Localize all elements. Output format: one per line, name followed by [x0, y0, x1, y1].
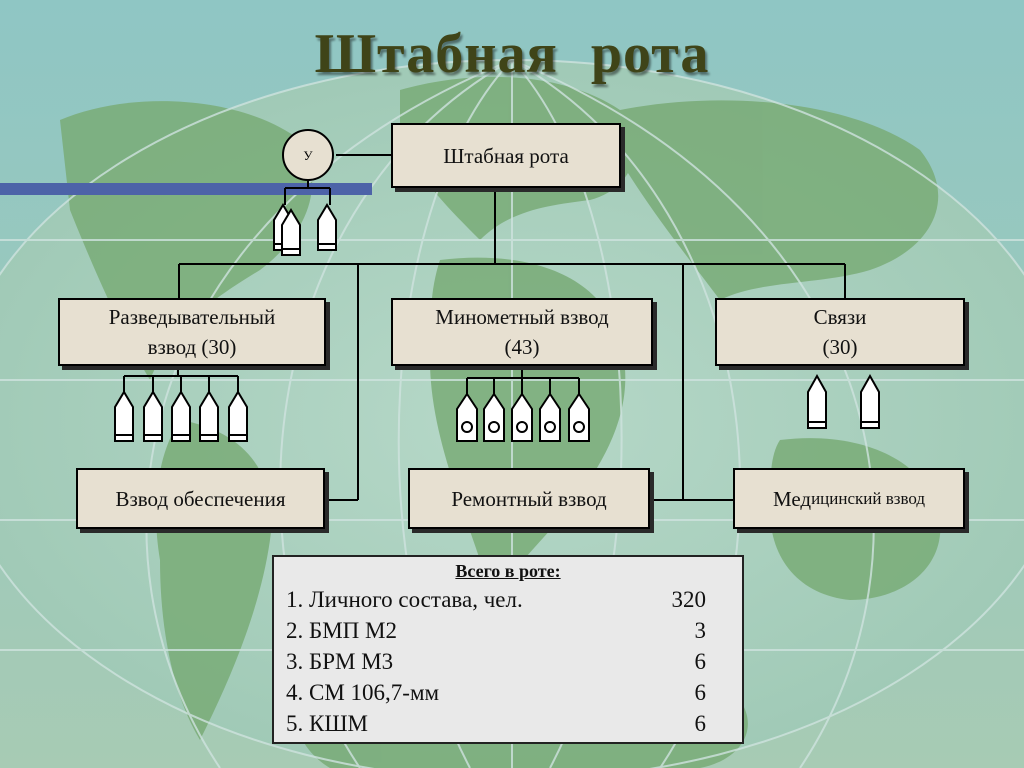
summary-row-value: 3 [694, 618, 707, 643]
mortar-vehicle-icon [539, 392, 561, 442]
summary-row-label: 5. КШМ [286, 711, 368, 736]
recon-vehicle-icon [199, 390, 219, 442]
summary-row-label: 2. БМП М2 [286, 618, 397, 643]
recon-platoon-box: Разведывательный взвод (30) [58, 298, 326, 366]
recon-platoon-line1: Разведывательный [108, 305, 276, 329]
summary-row-value: 6 [694, 649, 707, 674]
hq-vehicle-icon [317, 203, 337, 251]
summary-row-label: 4. СМ 106,7-мм [286, 680, 440, 705]
mortar-vehicle-icon [483, 392, 505, 442]
commander-symbol-icon [282, 129, 334, 181]
recon-vehicle-icon [171, 390, 191, 442]
summary-row-value: 6 [694, 711, 707, 736]
mortar-platoon-line1: Минометный взвод [435, 305, 609, 329]
blue-accent-bar [0, 183, 372, 195]
signal-vehicle-icon [807, 373, 827, 429]
medical-platoon-label-big: Мед [772, 486, 812, 511]
mortar-vehicle-icon [568, 392, 590, 442]
hq-company-box: Штабная рота [391, 123, 621, 188]
medical-platoon-label-small: ицинский взвод [811, 488, 926, 508]
signal-vehicle-icon [860, 373, 880, 429]
summary-row-value: 320 [671, 587, 707, 612]
mortar-vehicle-icon [456, 392, 478, 442]
summary-row-value: 6 [694, 680, 707, 705]
hq-vehicle-icon [281, 208, 301, 256]
mortar-platoon-line2: (43) [504, 335, 540, 359]
recon-vehicle-icon [143, 390, 163, 442]
recon-vehicle-icon [114, 390, 134, 442]
commander-symbol-label: У [303, 148, 313, 163]
signal-platoon-line1: Связи [813, 305, 867, 329]
mortar-platoon-box: Минометный взвод (43) [391, 298, 653, 366]
recon-platoon-line2: взвод (30) [147, 335, 237, 359]
summary-panel: Всего в роте: 1. Личного состава, чел. 3… [272, 555, 744, 744]
page-title: Штабная рота [314, 23, 710, 85]
signal-platoon-box: Связи (30) [715, 298, 965, 366]
hq-company-label: Штабная рота [443, 143, 569, 168]
repair-platoon-box: Ремонтный взвод [408, 468, 650, 529]
summary-heading: Всего в роте: [455, 561, 561, 581]
repair-platoon-label: Ремонтный взвод [451, 486, 607, 511]
supply-platoon-box: Взвод обеспечения [76, 468, 325, 529]
signal-platoon-line2: (30) [822, 335, 858, 359]
mortar-vehicle-icon [511, 392, 533, 442]
summary-row-label: 1. Личного состава, чел. [286, 587, 523, 612]
summary-row-label: 3. БРМ М3 [286, 649, 394, 674]
recon-vehicle-icon [228, 390, 248, 442]
supply-platoon-label: Взвод обеспечения [115, 486, 286, 511]
